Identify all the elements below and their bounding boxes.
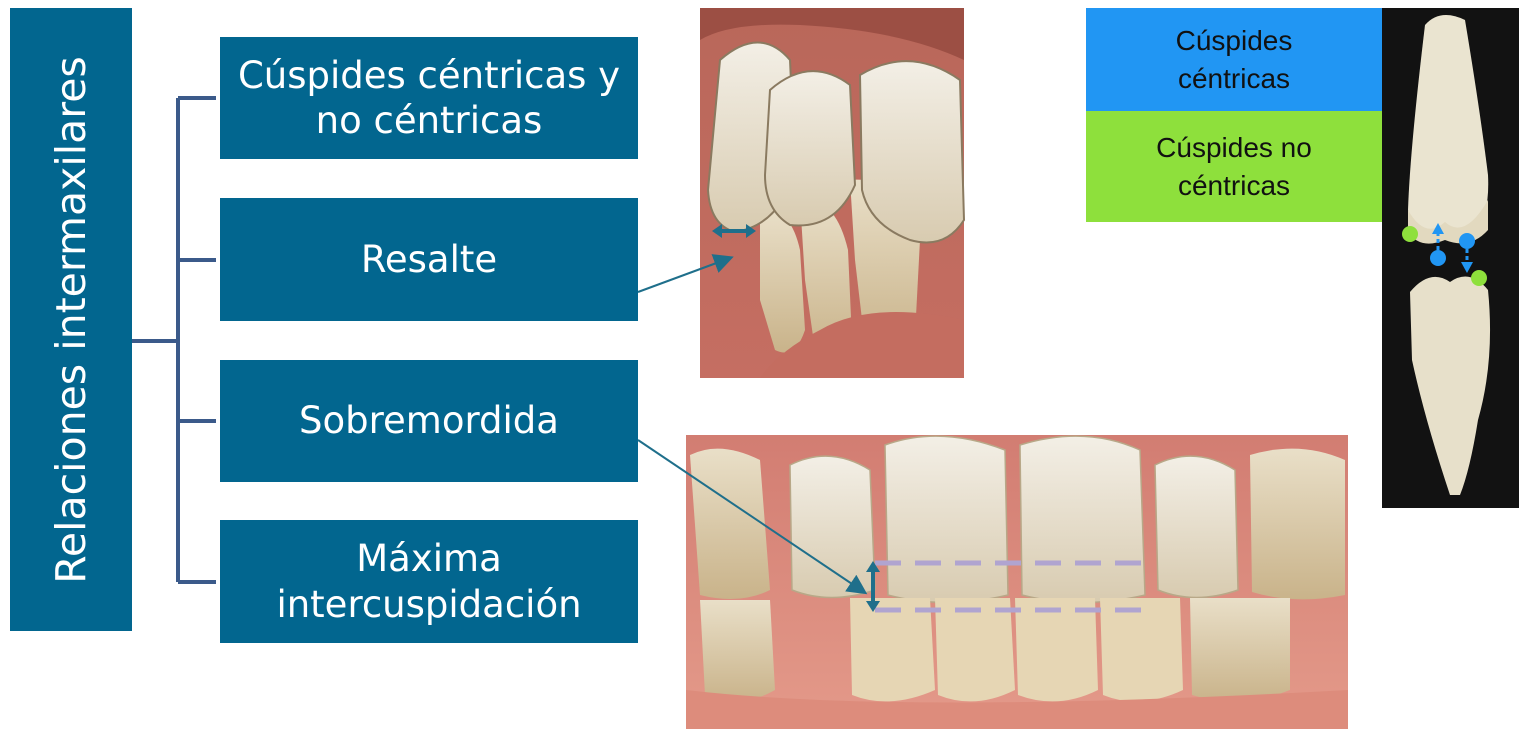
main-title-box: Relaciones intermaxilares xyxy=(10,8,132,631)
resalte-pointer-arrow xyxy=(637,254,734,293)
branch-resalte-box: Resalte xyxy=(220,198,638,321)
teeth-side-view-photo xyxy=(700,8,966,378)
sobremordida-pointer-arrow xyxy=(637,439,868,595)
teeth-front-view-photo xyxy=(686,435,1348,729)
branch-maxima-box: Máxima intercuspidación xyxy=(220,520,638,643)
legend-non-centric: Cúspides no céntricas xyxy=(1086,111,1382,222)
branch-resalte-label: Resalte xyxy=(360,237,498,281)
branch-cuspides-box: Cúspides céntricas y no céntricas xyxy=(220,37,638,159)
extracted-teeth-photo xyxy=(1382,8,1519,508)
legend-non-centric-label: Cúspides no céntricas xyxy=(1156,131,1312,201)
branch-maxima-label: Máxima intercuspidación xyxy=(276,537,582,626)
legend-centric-label: Cúspides céntricas xyxy=(1175,24,1293,94)
branch-sobremordida-box: Sobremordida xyxy=(220,360,638,482)
legend-centric: Cúspides céntricas xyxy=(1086,8,1382,111)
branch-sobremordida-label: Sobremordida xyxy=(299,399,559,443)
tree-connectors xyxy=(132,96,216,584)
branch-cuspides-label: Cúspides céntricas y no céntricas xyxy=(237,53,621,142)
